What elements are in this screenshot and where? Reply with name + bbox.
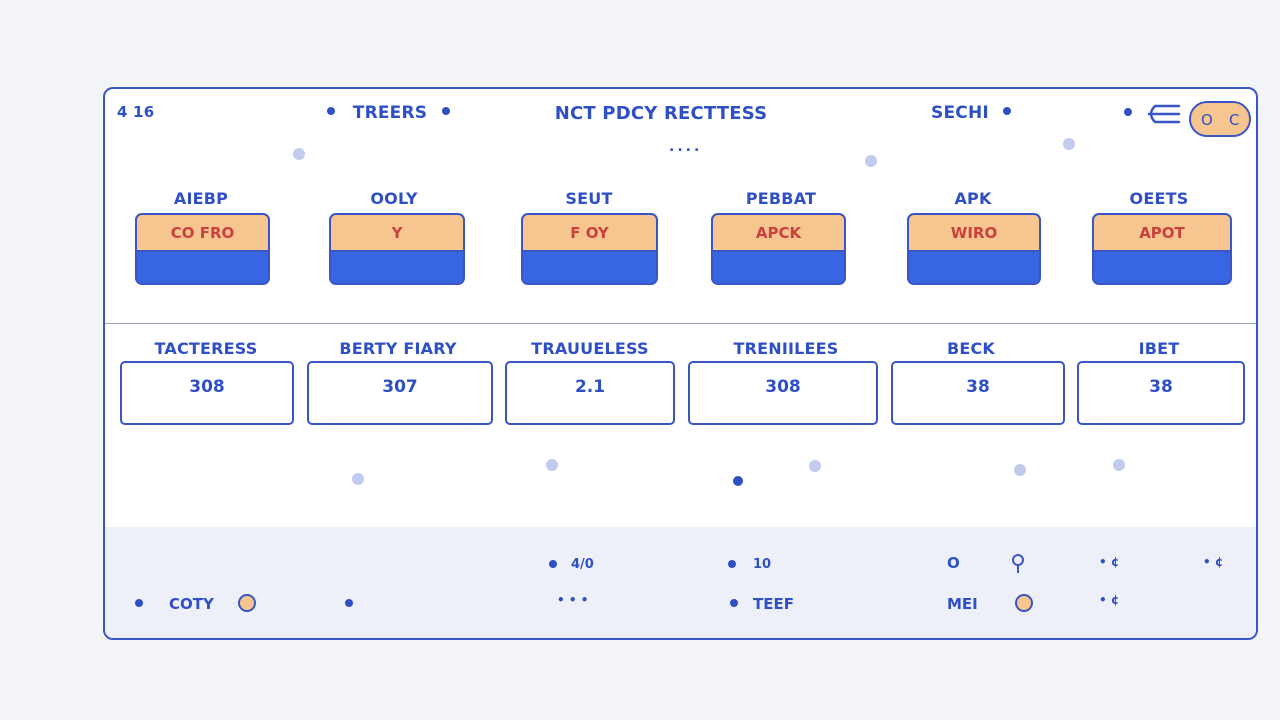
footer-ellipsis[interactable]: • • • — [557, 593, 589, 607]
value-field[interactable]: 38 — [891, 361, 1065, 425]
location-pin-icon[interactable] — [1011, 553, 1025, 575]
nav-item-right[interactable]: SECHI — [931, 103, 989, 123]
section-divider — [105, 323, 1256, 324]
decor-dot — [865, 155, 877, 167]
decor-dot — [352, 473, 364, 485]
category-button-label: F OY — [523, 215, 656, 252]
decor-dot — [546, 459, 558, 471]
footer-mark: • ¢ — [1099, 593, 1120, 607]
footer-mark: • ¢ — [1203, 555, 1224, 569]
footer-dot — [345, 599, 353, 607]
footer-mark: • ¢ — [1099, 555, 1120, 569]
category-button-label: CO FRO — [137, 215, 268, 252]
value-label: TRAUUELESS — [531, 339, 649, 358]
category-label: OEETS — [1129, 189, 1189, 208]
footer-link[interactable]: MEI — [947, 595, 978, 613]
value-label: TRENIILEES — [733, 339, 839, 358]
header-number: 4 16 — [117, 103, 155, 121]
decor-dot — [1014, 464, 1026, 476]
value-field[interactable]: 308 — [120, 361, 294, 425]
value-field[interactable]: 308 — [688, 361, 878, 425]
radio-button[interactable] — [238, 594, 256, 612]
decor-dot — [1113, 459, 1125, 471]
footer-dot — [135, 599, 143, 607]
footer-dot — [730, 599, 738, 607]
category-label: APK — [954, 189, 992, 208]
category-button-label: Y — [331, 215, 463, 252]
toggle-right-label: C — [1229, 111, 1240, 129]
toggle-left-label: O — [1201, 111, 1213, 129]
menu-dot — [1124, 108, 1132, 116]
menu-icon[interactable] — [1145, 102, 1181, 126]
category-button[interactable]: APOT — [1092, 213, 1232, 285]
value-label: IBET — [1138, 339, 1180, 358]
category-button-label: APOT — [1094, 215, 1230, 252]
radio-button[interactable] — [1015, 594, 1033, 612]
category-button-label: WIRO — [909, 215, 1039, 252]
footer-count: 4/0 — [571, 557, 594, 572]
category-label: AIEBP — [173, 189, 229, 208]
footer-dot — [728, 560, 736, 568]
category-button[interactable]: APCK — [711, 213, 846, 285]
category-button[interactable]: F OY — [521, 213, 658, 285]
category-button[interactable]: CO FRO — [135, 213, 270, 285]
footer-value: 10 — [753, 557, 772, 572]
category-button[interactable]: Y — [329, 213, 465, 285]
page-title: NCT PDCY RECTTESS — [554, 103, 768, 124]
category-button-label: APCK — [713, 215, 844, 252]
category-label: OOLY — [370, 189, 418, 208]
decor-dot — [1063, 138, 1075, 150]
nav-item-left[interactable]: TREERS — [352, 103, 428, 123]
footer-link[interactable]: TEEF — [753, 595, 794, 613]
value-field[interactable]: 307 — [307, 361, 493, 425]
value-label: TACTERESS — [154, 339, 258, 358]
value-field[interactable]: 2.1 — [505, 361, 675, 425]
category-button[interactable]: WIRO — [907, 213, 1041, 285]
nav-dot — [327, 107, 335, 115]
main-panel: 4 16 TREERS NCT PDCY RECTTESS .... SECHI… — [103, 87, 1258, 640]
nav-dot — [442, 107, 450, 115]
footer-bar: 4/0 10 O • ¢ • ¢ COTY • • • TEEF MEI • ¢ — [105, 527, 1256, 638]
value-field[interactable]: 38 — [1077, 361, 1245, 425]
footer-icon-label: O — [947, 554, 960, 572]
decor-dot — [293, 148, 305, 160]
decor-dot — [809, 460, 821, 472]
value-label: BERTY FIARY — [339, 339, 457, 358]
footer-link[interactable]: COTY — [169, 595, 214, 613]
value-label: BECK — [946, 339, 996, 358]
toggle-switch[interactable]: O C — [1189, 101, 1251, 137]
decor-dot — [733, 476, 743, 486]
category-label: SEUT — [565, 189, 613, 208]
nav-dot — [1003, 107, 1011, 115]
category-label: PEBBAT — [745, 189, 817, 208]
pagination-dots[interactable]: .... — [669, 139, 703, 155]
footer-dot — [549, 560, 557, 568]
